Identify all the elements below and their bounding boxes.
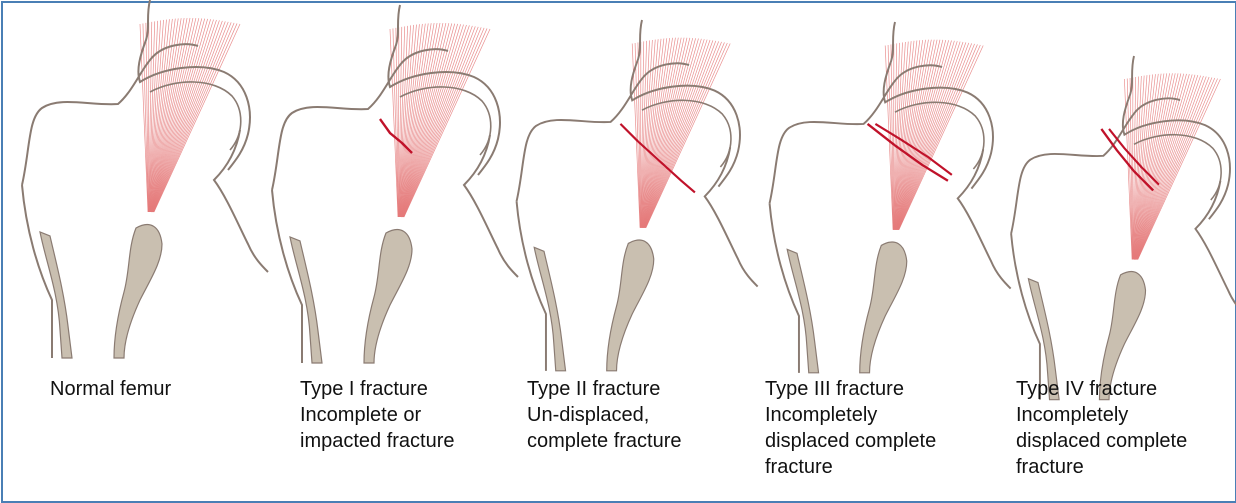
left-cortex: [534, 247, 565, 370]
fiber-line: [645, 42, 721, 228]
fiber-fan: [1124, 73, 1220, 259]
fiber-line: [403, 27, 481, 217]
caption-line: Normal femur: [50, 376, 171, 402]
left-cortex: [40, 232, 72, 358]
fiber-line: [153, 22, 231, 212]
caption-normal-femur: Normal femur: [50, 376, 171, 402]
fiber-fan: [632, 38, 730, 228]
caption-line: displaced complete: [1016, 428, 1187, 454]
fiber-line: [152, 19, 208, 212]
left-cortex: [290, 237, 322, 363]
fiber-line: [1137, 77, 1212, 259]
femur-panel-displaced: [1011, 56, 1236, 400]
caption-line: complete fracture: [527, 428, 682, 454]
caption-line: Incompletely: [1016, 402, 1187, 428]
right-cortex: [364, 230, 412, 363]
fiber-line: [898, 44, 974, 230]
caption-line: Type I fracture: [300, 376, 455, 402]
fiber-fan: [885, 40, 983, 230]
fiber-line: [1136, 74, 1189, 259]
femur-shaft-outline: [517, 201, 546, 371]
caption-line: fracture: [765, 454, 936, 480]
caption-line: Incompletely: [765, 402, 936, 428]
fiber-fan: [390, 23, 490, 217]
fiber-line: [897, 41, 951, 230]
caption-type-2: Type II fracture Un-displaced, complete …: [527, 376, 682, 454]
caption-line: Type II fracture: [527, 376, 682, 402]
caption-line: Type III fracture: [765, 376, 936, 402]
right-cortex: [607, 240, 654, 371]
femur-shaft-outline: [272, 190, 302, 363]
fiber-line: [644, 39, 698, 228]
caption-type-4: Type IV fracture Incompletely displaced …: [1016, 376, 1187, 480]
right-cortex: [860, 242, 907, 373]
femur-panel-incomplete: [272, 5, 518, 363]
femur-panel-complete: [517, 20, 758, 371]
right-cortex: [114, 225, 162, 358]
femur-shaft-outline: [22, 185, 52, 358]
caption-type-1: Type I fracture Incomplete or impacted f…: [300, 376, 455, 454]
caption-line: fracture: [1016, 454, 1187, 480]
caption-type-3: Type III fracture Incompletely displaced…: [765, 376, 936, 480]
caption-line: Incomplete or: [300, 402, 455, 428]
caption-line: impacted fracture: [300, 428, 455, 454]
caption-line: Type IV fracture: [1016, 376, 1187, 402]
femur-panel-none: [22, 0, 268, 358]
fiber-fan: [140, 18, 240, 212]
left-cortex: [787, 249, 818, 372]
femur-shaft-outline: [1011, 234, 1040, 400]
femur-shaft-outline: [770, 203, 799, 373]
caption-line: Un-displaced,: [527, 402, 682, 428]
caption-line: displaced complete: [765, 428, 936, 454]
femur-panel-partially-displaced: [770, 22, 1011, 373]
fiber-line: [402, 24, 458, 217]
